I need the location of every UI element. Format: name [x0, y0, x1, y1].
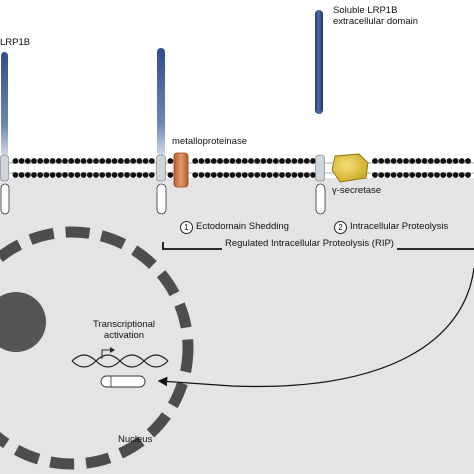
- nuclear-envelope: [0, 226, 194, 470]
- lrp1b-stub-gamma-cleavage: [315, 153, 369, 215]
- lrp1b-extracellular-domain: [1, 52, 8, 156]
- step1-text: Ectodomain Shedding: [196, 221, 289, 233]
- icd-translocation-arrow: [157, 267, 474, 388]
- soluble-domain-label-line2: extracellular domain: [333, 15, 419, 27]
- gamma-secretase-enzyme: [331, 153, 369, 183]
- lrp1b-intracellular-domain: [0, 183, 10, 215]
- gamma-secretase-label: γ-secretase: [332, 185, 382, 196]
- receptor-extracellular-domain: [157, 48, 165, 156]
- stub-transmembrane-domain: [315, 154, 325, 182]
- cell-membrane: [0, 158, 474, 178]
- transcriptional-activation-label: Transcriptional activation: [86, 319, 162, 342]
- lrp1b-icd-nuclear: [100, 375, 146, 388]
- receptor-intracellular-domain: [156, 183, 167, 215]
- stub-intracellular-domain: [315, 183, 326, 215]
- receptor-transmembrane-domain: [156, 154, 166, 182]
- nucleus: [0, 226, 194, 470]
- transcriptional-label-line1: Transcriptional: [93, 319, 155, 330]
- soluble-domain-label: Soluble LRP1B extracellular domain: [333, 5, 419, 28]
- membrane-heads-outer: [12, 158, 471, 164]
- nucleolus: [0, 292, 46, 352]
- transcriptional-label-line2: activation: [103, 329, 145, 341]
- soluble-domain-label-line1: Soluble LRP1B: [333, 5, 398, 16]
- soluble-lrp1b-ectodomain: [315, 10, 323, 114]
- nucleus-label: Nucleus: [118, 434, 153, 445]
- lrp1b-label: LRP1B: [0, 37, 31, 48]
- step2-text: Intracellular Proteolysis: [350, 221, 449, 233]
- membrane-heads-inner: [12, 172, 471, 178]
- lrp1b-receptor-shedding: [156, 48, 189, 215]
- rip-label: Regulated Intracellular Proteolysis (RIP…: [222, 238, 397, 250]
- metalloproteinase-label: metalloproteinase: [172, 136, 247, 147]
- lrp1b-transmembrane-domain: [0, 154, 9, 182]
- lrp1b-receptor-full: [0, 52, 10, 215]
- step1-number: 1: [180, 221, 193, 234]
- dna-helix: [71, 347, 169, 368]
- step2-number: 2: [334, 221, 347, 234]
- metalloproteinase-enzyme: [173, 152, 189, 188]
